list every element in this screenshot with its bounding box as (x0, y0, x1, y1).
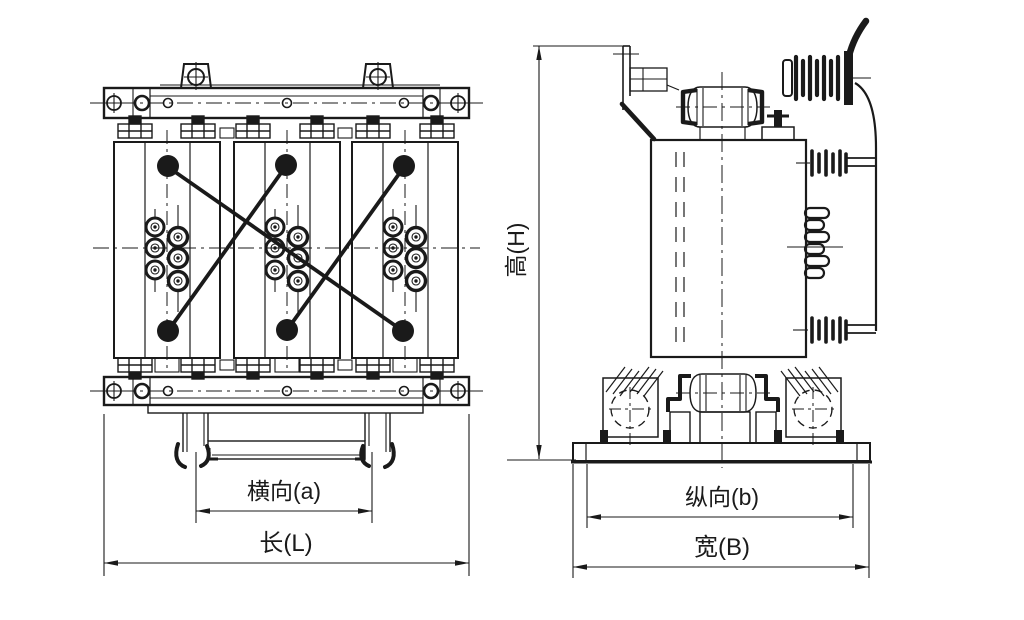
hv-cable (845, 17, 870, 60)
roller-box-right (785, 377, 842, 448)
arrowhead-up-icon (536, 46, 542, 60)
connection-bus-bar (847, 82, 878, 334)
roller-box-left (602, 377, 659, 448)
undercarriage (147, 404, 424, 469)
delta-connection-bars (166, 164, 406, 333)
hv-bushing (782, 17, 871, 105)
dimension-B-label: 宽(B) (694, 534, 750, 561)
side-insulator-top (796, 149, 848, 177)
dimension-b-label: 纵向(b) (685, 484, 759, 510)
side-insulator-bottom (793, 316, 848, 344)
dimension-L-label: 长(L) (259, 530, 312, 557)
transformer-body (649, 72, 808, 468)
dimension-transverse-a: 横向(a) (195, 452, 373, 523)
dimension-height-H: 高(H) (503, 45, 626, 461)
arrowhead-left-icon (196, 508, 210, 514)
bottom-standoff-insulator (666, 373, 780, 444)
base-assembly (571, 366, 872, 464)
tap-terminal-clusters (144, 205, 428, 312)
lifting-lug-left (180, 62, 212, 90)
base-plate (571, 442, 872, 464)
arrowhead-down-icon (536, 445, 542, 459)
top-coil-caps (117, 115, 455, 139)
arrowhead-right-icon (455, 560, 469, 566)
phase-terminals (144, 154, 428, 342)
dimension-longitudinal-b: 纵向(b) (586, 464, 854, 528)
bottom-clamp-beam (90, 375, 483, 407)
top-clamp-bracket (613, 45, 680, 142)
arrowhead-right-icon (855, 564, 869, 570)
tap-link-coil (787, 206, 843, 280)
front-view: 横向(a) 长(L) (90, 62, 483, 576)
arrowhead-left-icon (587, 514, 601, 520)
dimension-a-label: 横向(a) (247, 478, 321, 504)
dimension-H-label: 高(H) (503, 223, 529, 278)
arrowhead-left-icon (104, 560, 118, 566)
arrowhead-right-icon (358, 508, 372, 514)
dimension-length-L: 长(L) (103, 414, 470, 576)
bottom-coil-caps (117, 357, 455, 380)
side-view: 高(H) (503, 17, 878, 578)
top-standoff-insulator (676, 86, 770, 140)
top-clamp-beam (90, 84, 483, 120)
dimension-width-B: 宽(B) (572, 464, 870, 578)
terminal-pedestal (761, 110, 795, 141)
anchor-bolts (600, 430, 844, 443)
line-terminal-dots (157, 154, 415, 342)
arrowhead-right-icon (839, 514, 853, 520)
arrowhead-left-icon (573, 564, 587, 570)
lifting-lug-right (362, 62, 394, 90)
